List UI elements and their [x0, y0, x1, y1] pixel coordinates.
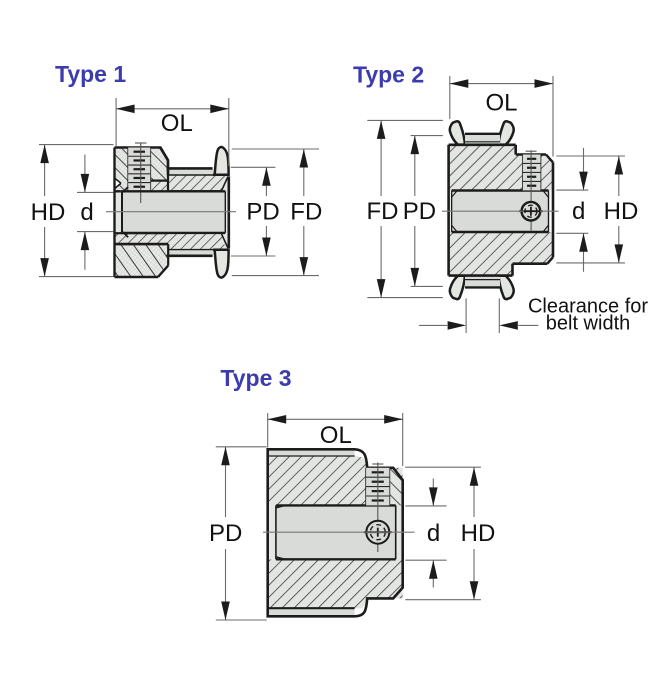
svg-text:HD: HD — [461, 520, 496, 547]
svg-text:PD: PD — [209, 520, 242, 547]
svg-text:OL: OL — [485, 90, 517, 117]
svg-text:FD: FD — [290, 199, 322, 226]
svg-text:Type 2: Type 2 — [353, 62, 424, 88]
svg-text:OL: OL — [161, 110, 193, 137]
svg-text:belt width: belt width — [546, 313, 631, 335]
svg-text:HD: HD — [604, 198, 639, 225]
svg-text:HD: HD — [31, 199, 66, 226]
svg-text:Clearance for: Clearance for — [528, 295, 648, 317]
svg-text:PD: PD — [246, 199, 279, 226]
svg-text:d: d — [427, 520, 440, 547]
svg-text:PD: PD — [403, 198, 436, 225]
svg-text:OL: OL — [320, 422, 352, 449]
svg-text:d: d — [80, 199, 93, 226]
svg-text:FD: FD — [367, 198, 399, 225]
svg-text:Type 3: Type 3 — [220, 365, 291, 391]
svg-text:Type 1: Type 1 — [55, 61, 126, 87]
svg-text:d: d — [572, 198, 585, 225]
